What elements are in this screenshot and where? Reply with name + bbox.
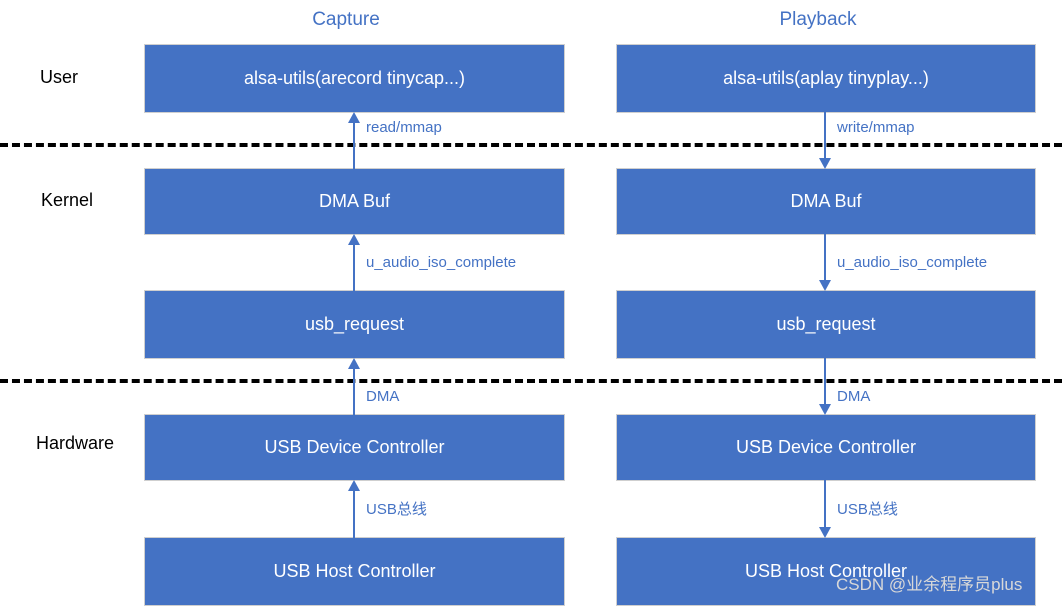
edge-label-capture-dma-request: u_audio_iso_complete — [366, 254, 517, 271]
layer-label-hardware: Hardware — [35, 433, 115, 453]
arrow-playback-udc-to-uhc — [819, 480, 831, 538]
arrow-head-down-icon — [819, 280, 831, 291]
arrow-shaft — [824, 358, 826, 406]
column-title-playback: Playback — [779, 9, 857, 30]
block-capture-usb-request: usb_request — [144, 290, 565, 359]
block-capture-app: alsa-utils(arecord tinycap...) — [144, 44, 565, 113]
edge-label-capture-request-udc: DMA — [366, 388, 400, 405]
arrow-head-up-icon — [348, 112, 360, 123]
arrow-shaft — [353, 121, 355, 169]
edge-label-playback-udc-uhc: USB总线 — [837, 501, 898, 518]
arrow-capture-request-to-dma — [348, 234, 360, 291]
block-playback-app: alsa-utils(aplay tinyplay...) — [616, 44, 1036, 113]
divider-kernel-hardware — [0, 379, 1062, 383]
arrow-shaft — [353, 243, 355, 291]
divider-user-kernel — [0, 143, 1062, 147]
arrow-shaft — [353, 367, 355, 415]
arrow-head-up-icon — [348, 358, 360, 369]
arrow-head-up-icon — [348, 480, 360, 491]
arrow-shaft — [824, 480, 826, 529]
arrow-head-up-icon — [348, 234, 360, 245]
layer-label-user: User — [39, 67, 78, 87]
edge-label-capture-udc-uhc: USB总线 — [366, 501, 427, 518]
layer-label-kernel: Kernel — [40, 190, 94, 210]
column-title-capture: Capture — [312, 9, 380, 30]
block-playback-usb-device-controller: USB Device Controller — [616, 414, 1036, 481]
block-playback-usb-host-controller: USB Host Controller — [616, 537, 1036, 606]
arrow-capture-udc-to-request — [348, 358, 360, 415]
arrow-playback-request-to-udc — [819, 358, 831, 415]
block-capture-dma-buf: DMA Buf — [144, 168, 565, 235]
arrow-shaft — [353, 489, 355, 538]
arrow-capture-uhc-to-udc — [348, 480, 360, 538]
arrow-head-down-icon — [819, 404, 831, 415]
block-playback-dma-buf: DMA Buf — [616, 168, 1036, 235]
arrow-head-down-icon — [819, 158, 831, 169]
block-playback-usb-request: usb_request — [616, 290, 1036, 359]
edge-label-playback-request-udc: DMA — [837, 388, 871, 405]
arrow-shaft — [824, 112, 826, 160]
block-capture-usb-host-controller: USB Host Controller — [144, 537, 565, 606]
arrow-head-down-icon — [819, 527, 831, 538]
arrow-shaft — [824, 234, 826, 282]
arrow-capture-dma-to-app — [348, 112, 360, 169]
edge-label-capture-app-dma: read/mmap — [366, 119, 442, 136]
arrow-playback-app-to-dma — [819, 112, 831, 169]
edge-label-playback-app-dma: write/mmap — [837, 119, 915, 136]
watermark: CSDN @业余程序员plus — [836, 575, 1023, 594]
edge-label-playback-dma-request: u_audio_iso_complete — [837, 254, 988, 271]
block-capture-usb-device-controller: USB Device Controller — [144, 414, 565, 481]
arrow-playback-dma-to-request — [819, 234, 831, 291]
